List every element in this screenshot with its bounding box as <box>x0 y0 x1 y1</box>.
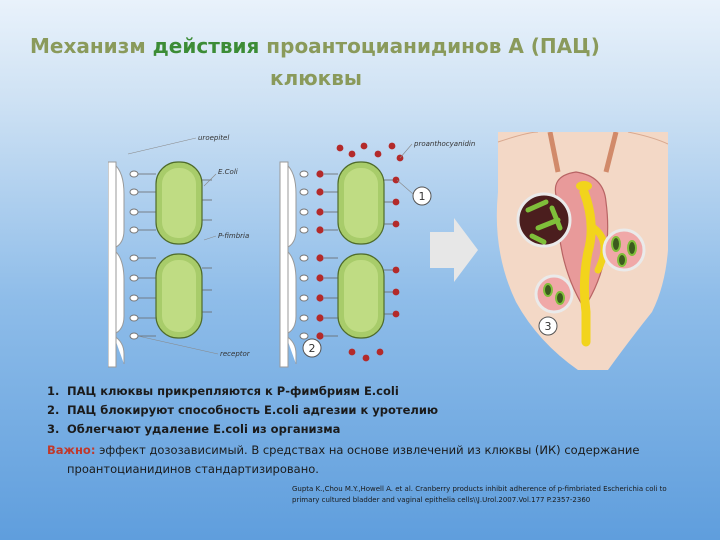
svg-text:3: 3 <box>545 320 552 333</box>
panel-adhesion: uroepitel E.Coli P-fimbria receptor <box>108 134 251 368</box>
arrow-icon <box>430 218 478 282</box>
urine-flow <box>579 187 596 347</box>
svg-text:1: 1 <box>419 190 426 203</box>
label-uroepitel: uroepitel <box>198 134 229 142</box>
note-text-continued: проантоцианидинов стандартизировано. <box>67 462 319 476</box>
label-ecoli: E.Coli <box>218 168 238 176</box>
label-proanthocyanidin: proanthocyanidin <box>413 140 475 148</box>
reference-citation: Gupta K.,Chou M.Y.,Howell A. et al. Cran… <box>292 485 667 504</box>
bladder <box>554 171 609 310</box>
panel-blocking: proanthocyanidin 1 2 <box>279 140 475 368</box>
slide-title-line2: клюквы <box>270 66 362 90</box>
callout-1 <box>412 186 432 206</box>
callout-3 <box>538 316 558 336</box>
svg-text:2: 2 <box>309 342 316 355</box>
mechanism-diagram: uroepitel E.Coli P-fimbria receptor <box>108 132 668 370</box>
callout-2 <box>302 338 322 358</box>
pac-molecules <box>316 142 404 362</box>
slide-title: Механизм действия проантоцианидинов А (П… <box>30 34 710 58</box>
list-item: 3. Облегчают удаление E.coli из организм… <box>47 422 341 436</box>
list-item: 1. ПАЦ клюквы прикрепляются к Р-фимбриям… <box>47 384 399 398</box>
receptors <box>129 170 139 340</box>
title-part3: проантоцианидинов А (ПАЦ) <box>259 34 600 58</box>
inset-bacteria <box>525 199 563 245</box>
note-text: эффект дозозависимый. В средствах на осн… <box>95 443 640 457</box>
label-p-fimbriae: P-fimbria <box>218 232 249 240</box>
panel-anatomy: 3 <box>496 132 668 370</box>
mechanism-list: 1. ПАЦ клюквы прикрепляются к Р-фимбриям… <box>47 382 687 479</box>
fimbriae <box>138 173 212 337</box>
important-note: Важно: эффект дозозависимый. В средствах… <box>47 441 687 479</box>
label-receptor: receptor <box>220 350 251 358</box>
list-item: 2. ПАЦ блокируют способность E.coli адге… <box>47 403 439 417</box>
note-label: Важно: <box>47 443 96 457</box>
title-part1: Механизм <box>30 34 153 58</box>
title-part2: действия <box>152 34 260 58</box>
